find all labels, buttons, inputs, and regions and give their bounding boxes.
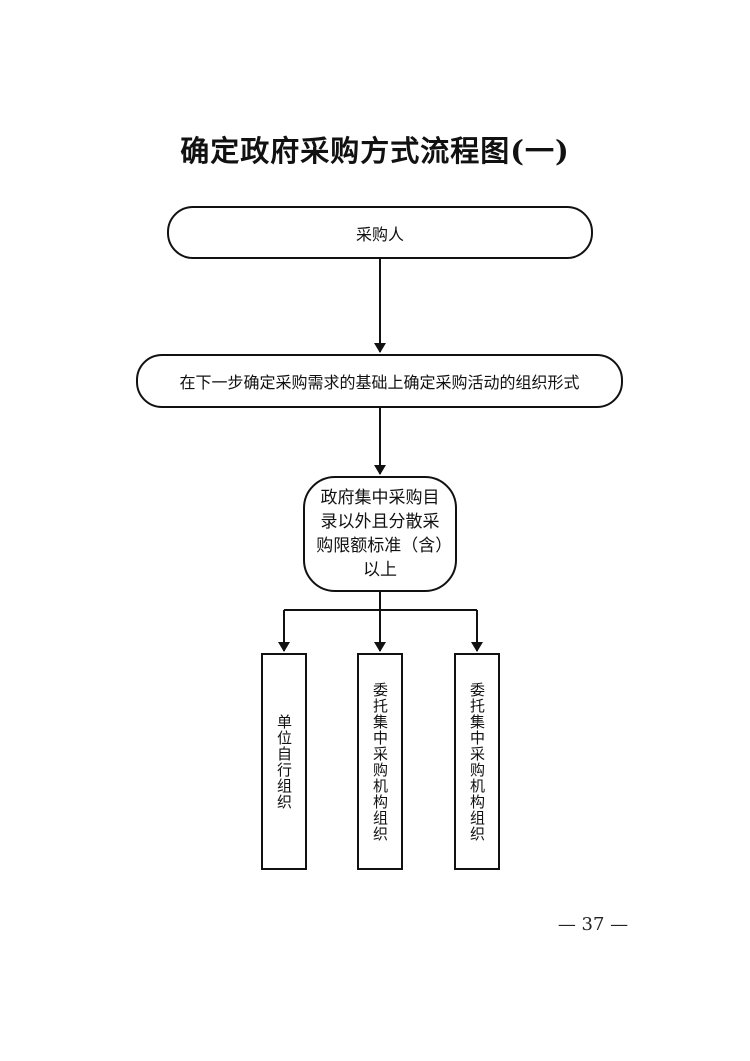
page-title: 确定政府采购方式流程图(一): [180, 134, 570, 168]
node-determine-form: 在下一步确定采购需求的基础上确定采购活动的组织形式: [136, 354, 623, 408]
node-entrusted-a: 委托集中采购机构组织: [357, 653, 403, 870]
node-self-organized: 单位自行组织: [261, 653, 307, 870]
node-purchaser: 采购人: [167, 206, 593, 259]
node-threshold: 政府集中采购目录以外且分散采购限额标准（含）以上: [303, 476, 457, 592]
page-number: — 37 —: [557, 914, 629, 935]
node-entrusted-b: 委托集中采购机构组织: [454, 653, 500, 870]
